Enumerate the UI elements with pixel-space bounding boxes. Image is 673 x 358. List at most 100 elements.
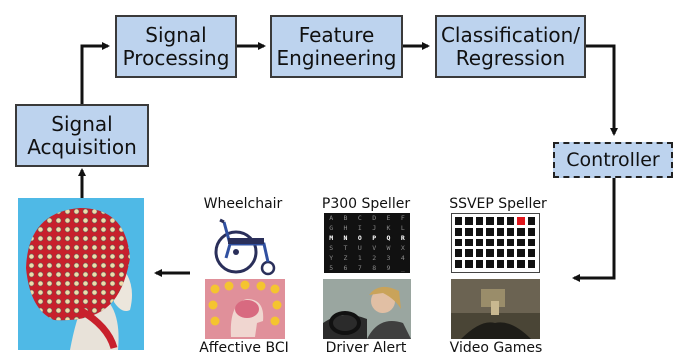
ssvep-grid [452,214,538,271]
arrow-classification-to-controller [586,44,618,136]
p300-cell: O [357,234,362,242]
ssvep-cell [475,260,484,268]
ssvep-cell [475,227,484,236]
driver-alert-label: Driver Alert [325,340,407,356]
p300-cell: C [357,214,362,222]
p300-grid: A B C D E F G H I J K L M N O P Q R S T U V W X Y Z 1 2 3 4 5 6 7 8 9 _ [324,213,410,273]
affective-bci-label: Affective BCI [199,340,289,356]
ssvep-cell [486,260,494,268]
p300-cell: X [400,244,405,252]
p300-cell: D [372,214,377,222]
ssvep-speller-label: SSVEP Speller [449,196,547,212]
ssvep-cell [496,260,504,268]
p300-cell: 2 [372,254,377,262]
controller-box: Controller [553,142,673,178]
ssvep-cell [517,260,525,268]
ssvep-cell [517,238,525,247]
ssvep-cell [527,238,535,247]
p300-cell: 9 [386,264,391,272]
video-games-label: Video Games [449,340,543,356]
ssvep-cell [527,260,535,268]
ssvep-cell [465,217,473,225]
p300-cell: G [329,224,334,232]
p300-cell: S [329,244,334,252]
ssvep-cell [506,238,515,247]
p300-cell: Y [329,254,334,262]
p300-cell: 6 [343,264,348,272]
ssvep-cell [455,227,463,236]
ssvep-cell [496,227,504,236]
p300-cell: M [329,234,334,242]
ssvep-cell [475,217,484,225]
driver-alert-image [323,279,411,339]
p300-cell: R [400,234,405,242]
ssvep-cell [475,238,484,247]
p300-cell: 7 [357,264,362,272]
p300-cell: H [343,224,348,232]
ssvep-cell [486,249,494,258]
ssvep-cell [527,217,535,225]
p300-cell: V [372,244,377,252]
p300-cell: U [357,244,362,252]
eeg-cap-image [18,198,144,350]
p300-cell: 1 [357,254,362,262]
ssvep-cell [455,260,463,268]
p300-cell: I [357,224,362,232]
ssvep-cell [475,249,484,258]
ssvep-speller-image [451,213,540,273]
ssvep-cell [527,227,535,236]
ssvep-cell [517,227,525,236]
classification-regression-box: Classification/ Regression [435,15,586,78]
p300-cell: W [386,244,391,252]
p300-cell: A [329,214,334,222]
p300-cell: K [386,224,391,232]
ssvep-cell [455,217,463,225]
ssvep-cell [455,238,463,247]
ssvep-cell [465,238,473,247]
ssvep-cell [486,217,494,225]
p300-cell: _ [400,264,405,272]
ssvep-cell [465,249,473,258]
p300-cell: L [400,224,405,232]
arrow-acquisition-to-processing [80,42,110,104]
ssvep-cell [496,249,504,258]
p300-cell: T [343,244,348,252]
ssvep-cell [486,227,494,236]
ssvep-cell [455,249,463,258]
wheelchair-image [206,214,284,276]
ssvep-cell [465,260,473,268]
arrow-controller-to-apps [572,178,616,282]
affective-bci-image [205,279,285,339]
ssvep-cell [486,238,494,247]
p300-cell: 8 [372,264,377,272]
ssvep-cell [517,217,525,225]
ssvep-cell [527,249,535,258]
p300-speller-image: A B C D E F G H I J K L M N O P Q R S T U V W X Y Z 1 2 3 4 5 6 7 8 9 _ [324,213,410,273]
p300-cell: 5 [329,264,334,272]
ssvep-cell [465,227,473,236]
p300-cell: B [343,214,348,222]
p300-cell: N [343,234,348,242]
ssvep-cell [496,217,504,225]
p300-cell: F [400,214,405,222]
ssvep-cell [506,249,515,258]
wheelchair-label: Wheelchair [203,196,283,212]
p300-cell: E [386,214,391,222]
signal-processing-box: Signal Processing [115,15,237,78]
p300-cell: J [372,224,377,232]
ssvep-cell [506,227,515,236]
ssvep-cell [506,217,515,225]
p300-cell: 4 [400,254,405,262]
feature-engineering-box: Feature Engineering [270,15,403,78]
p300-speller-label: P300 Speller [321,196,411,212]
ssvep-cell [517,249,525,258]
p300-cell: Q [386,234,391,242]
signal-acquisition-box: Signal Acquisition [15,104,149,167]
ssvep-cell [506,260,515,268]
video-games-image [451,279,540,339]
p300-cell: 3 [386,254,391,262]
p300-cell: P [372,234,377,242]
ssvep-cell [496,238,504,247]
p300-cell: Z [343,254,348,262]
